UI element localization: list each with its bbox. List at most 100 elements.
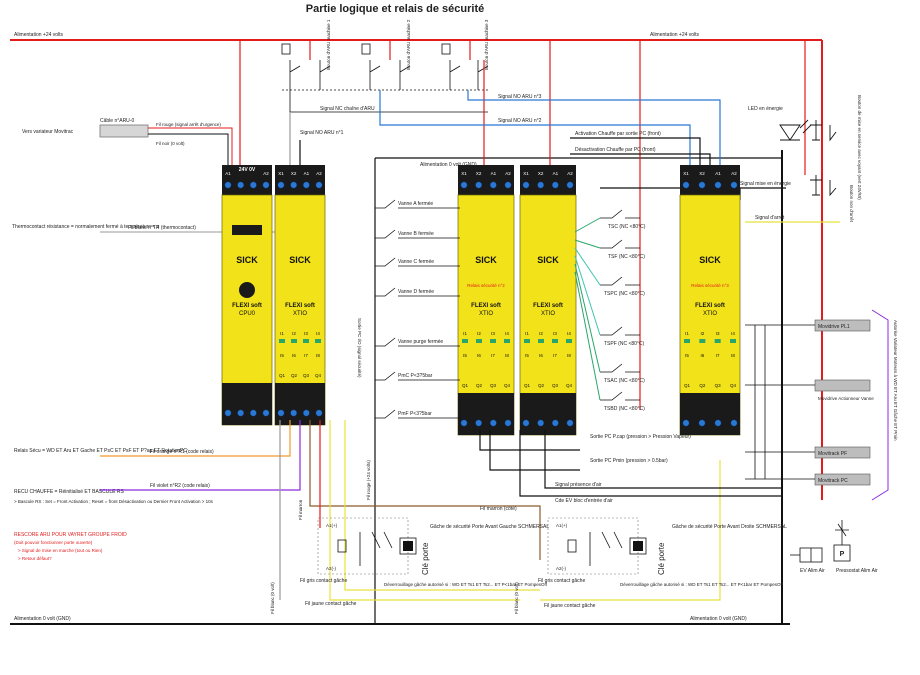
label-bouton-mise: Bouton de mise en service avec voyant (v… xyxy=(857,95,862,200)
label-movitrack-pf: Movitrack PF xyxy=(818,451,847,457)
screw-top-0-0 xyxy=(224,181,232,189)
screw-bottom-4-0 xyxy=(682,419,690,427)
terminal-label-1-2: A1 xyxy=(304,171,310,176)
rail-label-0v-left: Alimentation 0 volt (GND) xyxy=(14,616,71,622)
module-model-2: XTIO xyxy=(479,311,493,317)
io-led-3-1 xyxy=(538,339,544,343)
label-vanne-a: Vanne A fermée xyxy=(398,201,433,207)
module-name-0: FLEXI soft xyxy=(232,303,262,309)
label-vanne-d: Vanne D fermée xyxy=(398,289,434,295)
label-bouton-aru-3: Bouton d'ARU machine 3 xyxy=(484,19,489,70)
module-top-terminal-4 xyxy=(680,165,740,195)
label-recu-chauffe: RECU CHAUFFE = Réinitialisé ET BASCULE R… xyxy=(14,489,124,495)
label-cle-porte-left: Clé porte xyxy=(421,542,430,575)
io-led-4-3 xyxy=(730,339,736,343)
io-in-a-2-3: I4 xyxy=(505,331,509,336)
io-in-b-1-1: I6 xyxy=(292,353,296,358)
label-deverr-left: Déverrouillage gâche autorisé si : WD ET… xyxy=(384,582,548,587)
io-in-a-1-2: I3 xyxy=(304,331,308,336)
io-out-3-1: Q2 xyxy=(538,383,545,388)
label-activation: Activation Chauffe par sortie PC (front) xyxy=(575,131,661,137)
io-out-4-0: Q1 xyxy=(684,383,691,388)
io-in-b-4-2: I7 xyxy=(716,353,720,358)
io-in-a-4-0: I1 xyxy=(685,331,689,336)
io-in-b-1-2: I7 xyxy=(304,353,308,358)
io-led-3-3 xyxy=(566,339,572,343)
label-p-symbol: P xyxy=(840,551,845,558)
label-cable-aru: Câble n°ARU-0 xyxy=(100,118,134,124)
module-brand-2: SICK xyxy=(475,255,497,265)
label-a2-left: A2(-) xyxy=(326,566,337,571)
screw-bottom-3-0 xyxy=(522,419,530,427)
screw-bottom-4-3 xyxy=(730,419,738,427)
label-vanne-purge: Vanne purge fermée xyxy=(398,339,443,345)
io-in-b-4-3: I8 xyxy=(731,353,735,358)
module-model-1: XTIO xyxy=(293,311,307,317)
module-top-label-0: 24V 0V xyxy=(239,167,256,173)
io-led-1-0 xyxy=(279,339,285,343)
io-in-b-4-0: I5 xyxy=(685,353,689,358)
module-relay-4: Relais sécurité n°3 xyxy=(691,283,729,288)
screw-bottom-0-2 xyxy=(249,409,257,417)
label-tspc: TSPC (NC <80°C) xyxy=(604,291,645,297)
label-fil-noir: Fil noir (0 volt) xyxy=(156,141,185,146)
label-signal-mise: Signal mise en énergie xyxy=(740,181,791,187)
module-brand-4: SICK xyxy=(699,255,721,265)
module-brand-1: SICK xyxy=(289,255,311,265)
drive-wires xyxy=(745,324,815,480)
label-cde-ev: Cde EV bloc d'entrée d'air xyxy=(555,498,613,504)
label-relais-secu: Relais Sécu = WD ET Aru ET Gache ET PsC … xyxy=(14,448,187,454)
module-bottom-terminal-3 xyxy=(520,393,576,435)
screw-bottom-0-3 xyxy=(262,409,270,417)
cpu-slot xyxy=(232,225,262,235)
screw-top-0-2 xyxy=(249,181,257,189)
terminal-label-4-3: A2 xyxy=(731,171,737,176)
label-a2-right: A2(-) xyxy=(556,566,567,571)
page-title: Partie logique et relais de sécurité xyxy=(306,3,485,15)
io-in-a-3-0: I1 xyxy=(525,331,529,336)
module-name-1: FLEXI soft xyxy=(285,303,315,309)
io-in-b-2-3: I8 xyxy=(505,353,509,358)
terminal-label-3-3: A2 xyxy=(567,171,573,176)
pressostat-symbol xyxy=(833,520,851,562)
gache-right xyxy=(547,517,647,575)
label-tsac: TSAC (NC <80°C) xyxy=(604,378,645,384)
terminal-label-2-3: A2 xyxy=(505,171,511,176)
screw-bottom-3-3 xyxy=(566,419,574,427)
drive-boxes xyxy=(814,319,871,486)
vanne-switches xyxy=(375,199,460,419)
label-sortie-pcmin: Sortie PC Pmin (pression > 0.5bar) xyxy=(590,458,668,464)
screw-top-4-2 xyxy=(714,181,722,189)
label-gache-right: Gâche de sécurité Porte Avant Droite SCH… xyxy=(672,524,787,530)
rail-label-0v-right: Alimentation 0 volt (GND) xyxy=(690,616,747,622)
screw-bottom-3-2 xyxy=(551,419,559,427)
label-fil-blanc-0v-left: Fil blanc (0 volt) xyxy=(270,582,275,614)
label-signal-no3: Signal NO ARU n°3 xyxy=(498,94,542,100)
label-fil-jaune-right: Fil jaune contact gâche xyxy=(544,603,596,609)
module-relay-2: Relais sécurité n°2 xyxy=(467,283,505,288)
label-movidrive-actionneur: Movidrive Actionneur Vanne xyxy=(818,396,874,401)
label-sortie-pc: Sortie PC I/O (signal sécurité) xyxy=(357,318,362,378)
label-rescore-1: > Signal de mise en marche (tout ou Rien… xyxy=(18,548,103,553)
terminal-label-0-0: A1 xyxy=(225,171,231,176)
screw-top-2-1 xyxy=(475,181,483,189)
io-in-b-3-2: I7 xyxy=(553,353,557,358)
io-in-b-2-0: I5 xyxy=(463,353,467,358)
module-brand-3: SICK xyxy=(537,255,559,265)
screw-bottom-4-2 xyxy=(714,419,722,427)
screw-top-3-2 xyxy=(551,181,559,189)
terminal-label-1-1: X2 xyxy=(291,171,297,176)
io-in-b-3-3: I8 xyxy=(567,353,571,358)
io-led-1-2 xyxy=(303,339,309,343)
label-vanne-b: Vanne B fermée xyxy=(398,231,434,237)
label-rescore-sub: (Doit pouvoir fonctionner porte ouverte) xyxy=(14,540,93,545)
screw-bottom-2-1 xyxy=(475,419,483,427)
screw-top-1-0 xyxy=(277,181,285,189)
label-tsf: TSF (NC <80°C) xyxy=(608,254,645,260)
io-led-1-3 xyxy=(315,339,321,343)
label-led: LED en énergie xyxy=(748,106,783,112)
label-a1-left: A1(+) xyxy=(326,523,338,528)
screw-bottom-1-2 xyxy=(302,409,310,417)
label-pmc: PmC P<3?5bar xyxy=(398,373,433,379)
io-out-1-0: Q1 xyxy=(279,373,286,378)
